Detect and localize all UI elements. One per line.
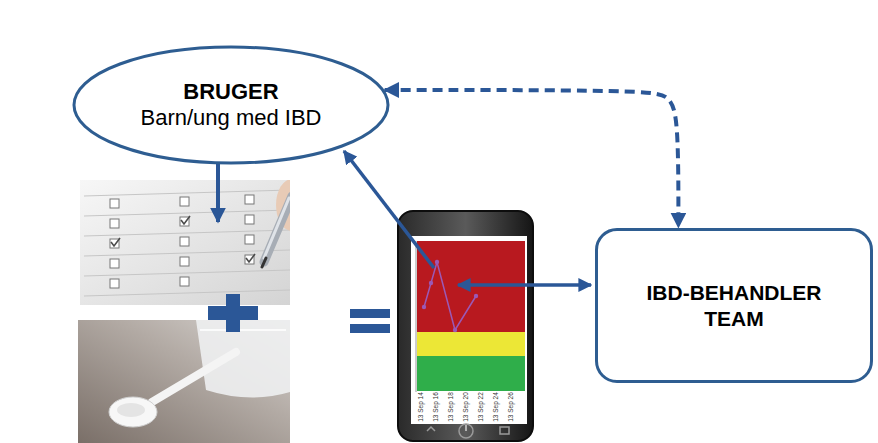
sample-picture [78,320,290,443]
user-ellipse: BRUGERBarn/ung med IBD [72,45,390,165]
flow-arrow [344,151,434,268]
dashed-connector [385,90,679,227]
date-label: 13 Sep 16 [433,392,440,422]
flow-arrow [216,163,220,222]
plus-sign [208,294,258,332]
date-label: 13 Sep 22 [478,392,485,422]
date-label: 13 Sep 18 [448,392,455,422]
node-body: Barn/ung med IBD [141,105,322,131]
date-label: 13 Sep 24 [493,392,500,422]
team-box: IBD-BEHANDLER TEAM [595,228,873,383]
equals-sign [350,309,390,333]
node-heading: IBD-BEHANDLER TEAM [634,280,834,330]
flow-arrow [458,283,591,287]
date-label: 13 Sep 14 [418,392,425,422]
date-label: 13 Sep 26 [508,392,515,422]
node-heading: BRUGER [183,79,278,105]
date-label: 13 Sep 20 [463,392,470,422]
questionnaire-picture [80,180,290,305]
